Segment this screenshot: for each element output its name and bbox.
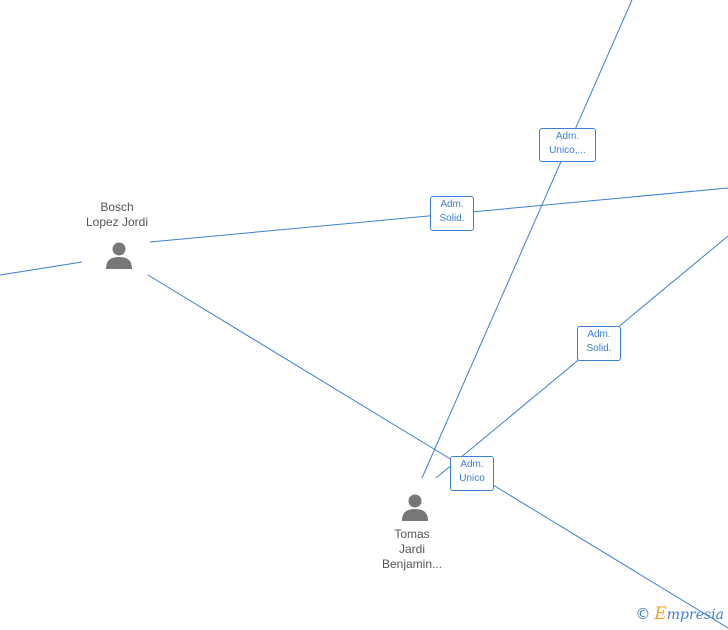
edge-label-line: Solid. bbox=[586, 343, 612, 354]
person-name-line: Benjamin... bbox=[381, 557, 443, 571]
copyright-icon: © bbox=[635, 605, 651, 623]
person-name-line: Bosch bbox=[100, 200, 134, 214]
edge-label-line: Adm. bbox=[555, 131, 580, 142]
edge-line bbox=[147, 274, 728, 629]
person-icon[interactable] bbox=[401, 493, 429, 521]
edge-label-adm-solid[interactable]: Adm. Solid. bbox=[430, 196, 474, 231]
logo-first-letter: E bbox=[654, 604, 667, 624]
edge-line bbox=[0, 261, 83, 276]
edge-label-adm-solid[interactable]: Adm. Solid. bbox=[577, 326, 621, 361]
person-name-tomas[interactable]: Tomas Jardi Benjamin... bbox=[352, 527, 472, 572]
person-name-line: Lopez Jordi bbox=[85, 215, 149, 229]
edge-label-line: Adm. bbox=[440, 199, 464, 210]
edge-label-line: Adm. bbox=[587, 329, 611, 340]
person-name-line: Tomas bbox=[394, 527, 430, 541]
edge-label-adm-unico[interactable]: Adm. Unico,... bbox=[539, 128, 596, 162]
empresia-logo: Empresia bbox=[654, 604, 724, 624]
person-icon[interactable] bbox=[105, 241, 133, 269]
edge-label-adm-unico[interactable]: Adm. Unico bbox=[450, 456, 494, 491]
logo-rest: mpresia bbox=[666, 607, 724, 623]
empresia-watermark: © Empresia bbox=[635, 604, 724, 624]
edge-line bbox=[421, 0, 633, 479]
person-name-bosch[interactable]: Bosch Lopez Jordi bbox=[57, 200, 177, 230]
person-name-line: Jardi bbox=[398, 542, 425, 556]
edge-label-line: Solid. bbox=[439, 213, 465, 224]
edge-label-line: Unico bbox=[459, 473, 485, 484]
edge-label-line: Adm. bbox=[460, 459, 484, 470]
edge-label-line: Unico,... bbox=[549, 145, 586, 156]
